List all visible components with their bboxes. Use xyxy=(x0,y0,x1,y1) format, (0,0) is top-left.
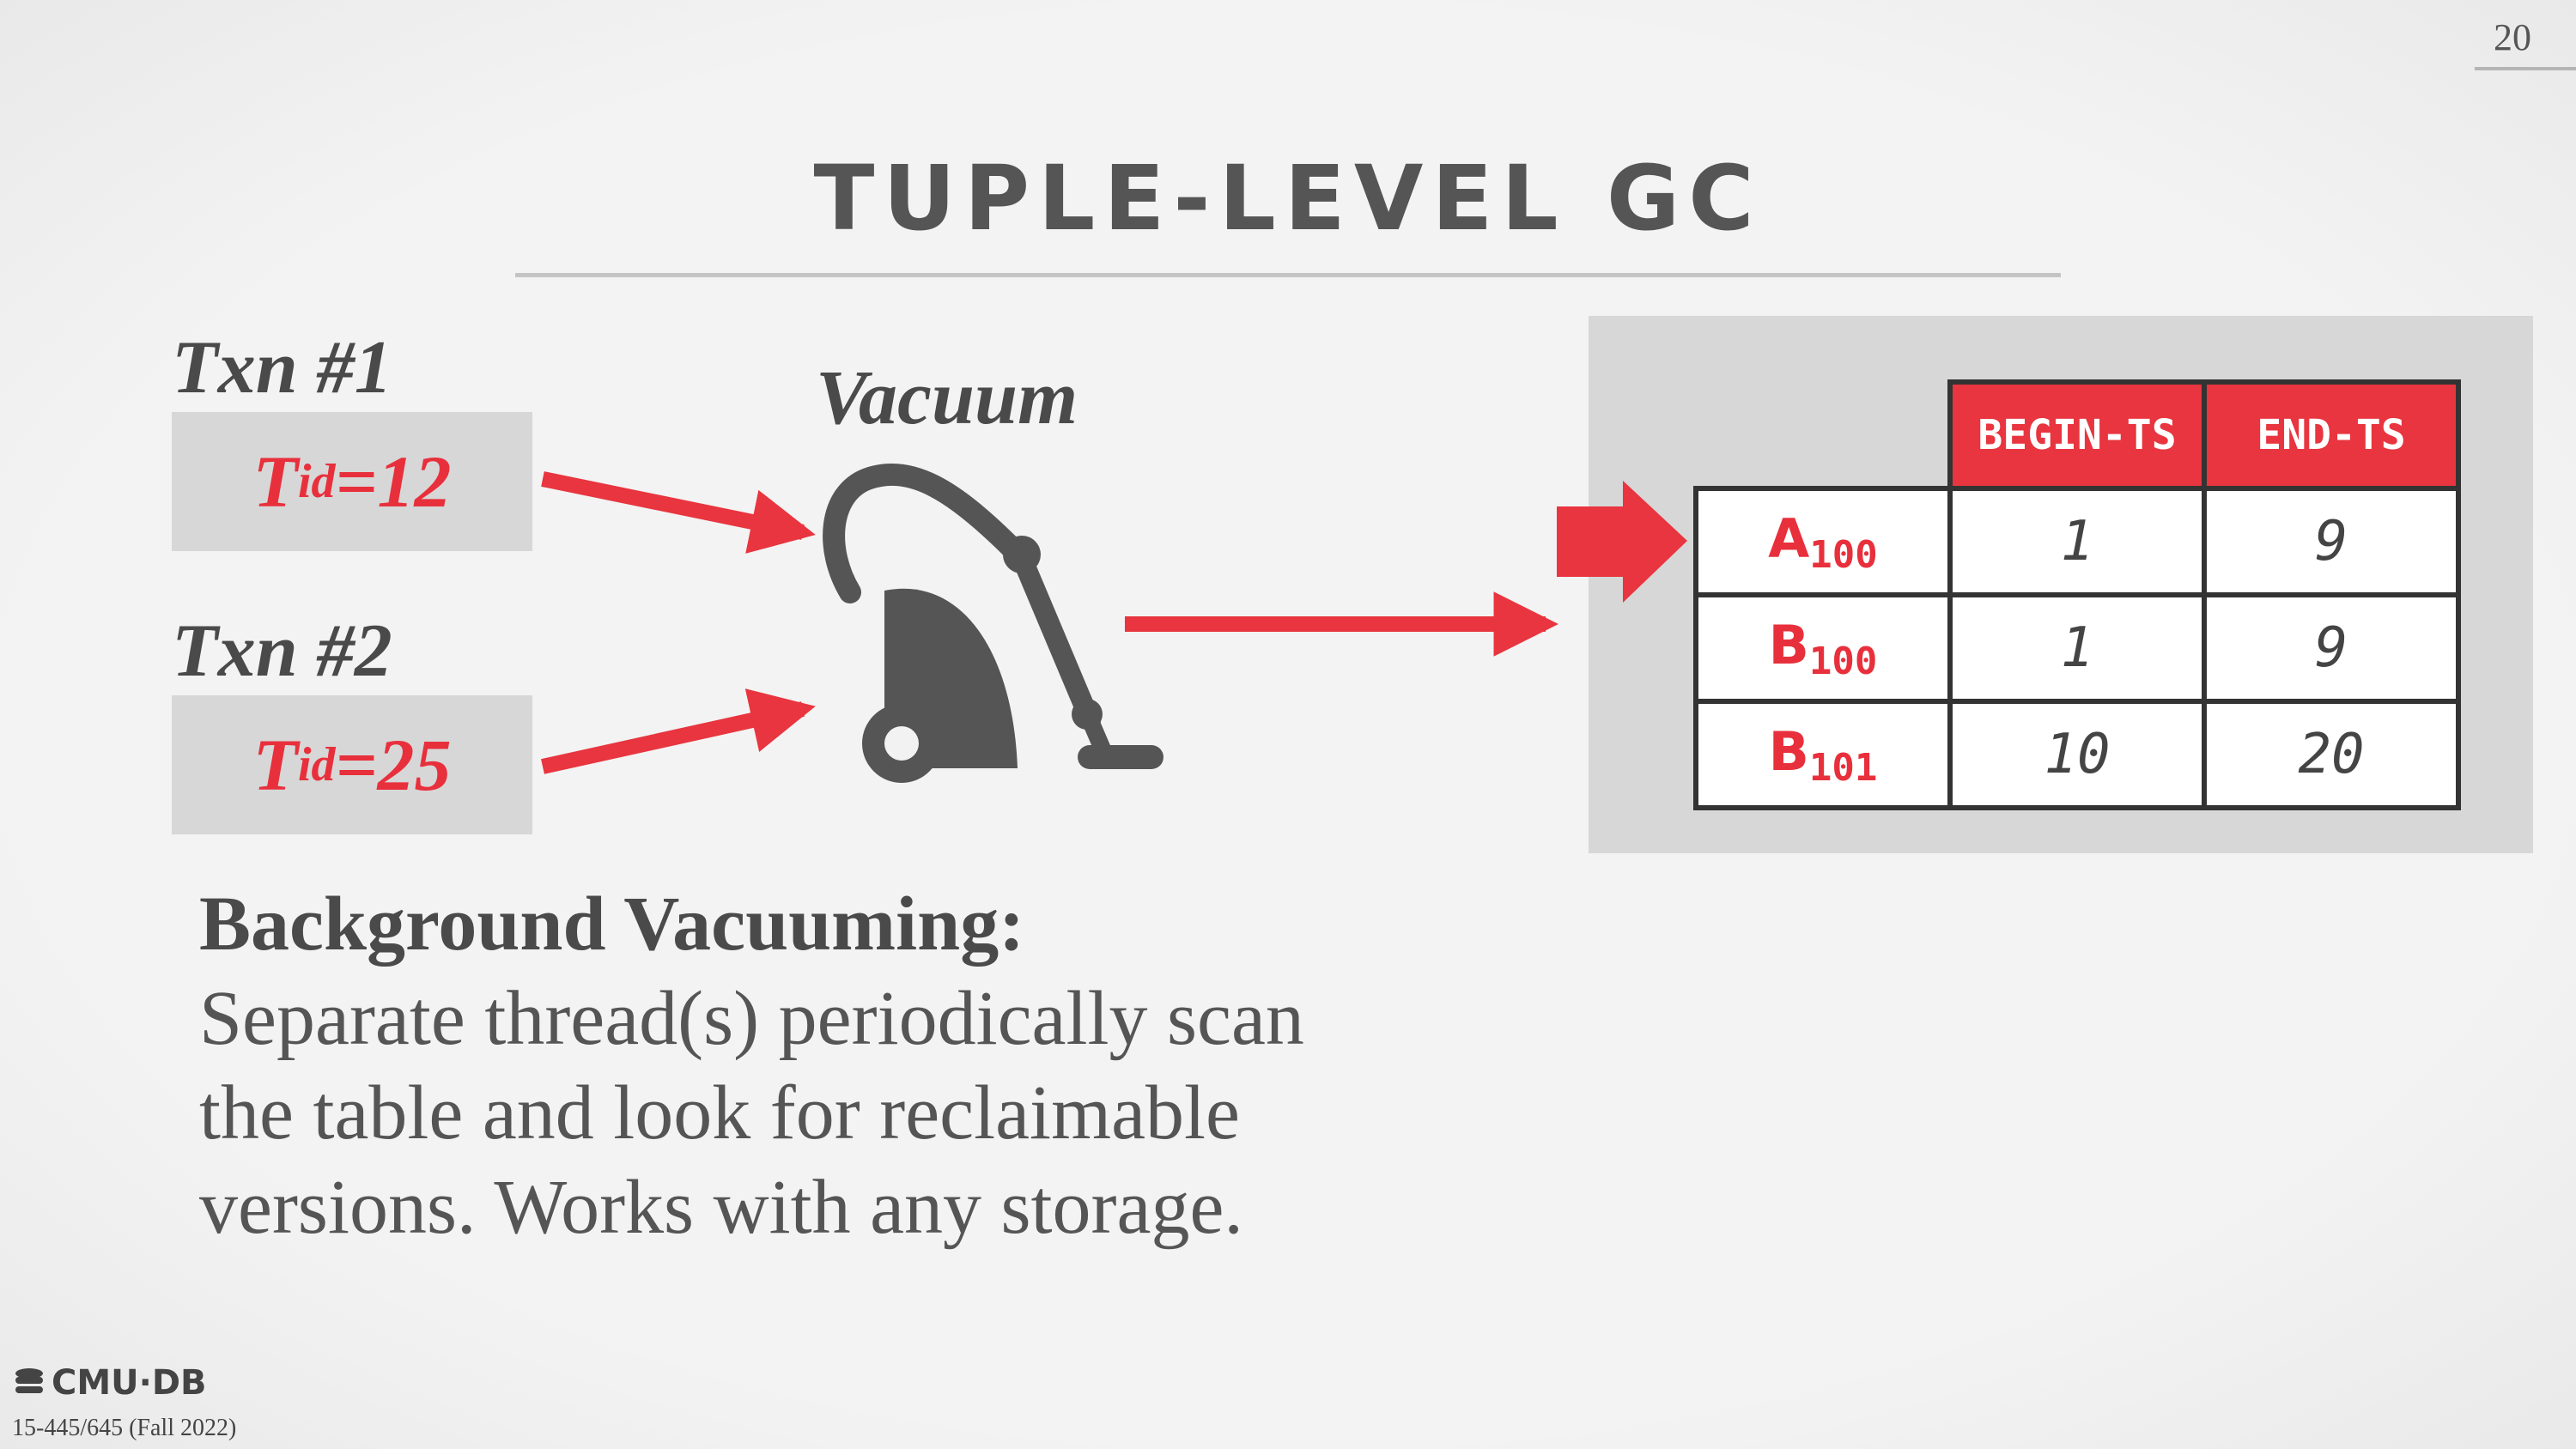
vacuum-cleaner-icon xyxy=(823,463,1163,783)
txn-1-tid-prefix: T xyxy=(252,440,298,523)
version-table: BEGIN-TS END-TS A100 1 9 B100 1 9 B101 1… xyxy=(1693,379,2461,810)
begin-ts-cell: 10 xyxy=(1947,699,2207,810)
logo-text: CMU·DB xyxy=(52,1363,207,1403)
txn-2-tid-value: =25 xyxy=(335,724,452,806)
arrow-txn2-to-vacuum xyxy=(541,688,816,774)
txn-2-tid-prefix: T xyxy=(252,724,298,806)
end-ts-cell: 20 xyxy=(2202,699,2461,810)
table-corner xyxy=(1696,382,1953,491)
table-row: A100 1 9 xyxy=(1693,486,2461,597)
tuple-name: B xyxy=(1768,719,1809,783)
table-row: B101 10 20 xyxy=(1693,699,2461,810)
begin-ts-header: BEGIN-TS xyxy=(1947,379,2207,491)
block-arrow-icon xyxy=(1557,481,1687,603)
tuple-version: 100 xyxy=(1809,532,1878,577)
version-table-wrap: BEGIN-TS END-TS A100 1 9 B100 1 9 B101 1… xyxy=(1693,379,2461,810)
tuple-version: 101 xyxy=(1808,745,1878,790)
tuple-id-cell: A100 xyxy=(1693,486,1953,597)
tuple-id-cell: B100 xyxy=(1693,592,1953,704)
tuple-version: 100 xyxy=(1808,639,1878,683)
txn-2-label: Txn #2 xyxy=(172,609,392,693)
database-icon xyxy=(15,1368,43,1393)
end-ts-cell: 9 xyxy=(2202,592,2461,704)
arrow-txn1-to-vacuum xyxy=(541,471,816,554)
description: Background Vacuuming: Separate thread(s)… xyxy=(199,877,1315,1255)
txn-2-tid-sub: id xyxy=(297,738,336,791)
txn-1-tid-value: =12 xyxy=(335,440,452,523)
page-number: 20 xyxy=(2494,16,2531,58)
tuple-name: B xyxy=(1768,613,1809,676)
slide-title: TUPLE-LEVEL GC xyxy=(813,146,1763,251)
description-body: Separate thread(s) periodically scan the… xyxy=(199,976,1304,1250)
course-label: 15-445/645 (Fall 2022) xyxy=(12,1415,237,1441)
table-header-row: BEGIN-TS END-TS xyxy=(1696,379,2461,491)
tuple-id-cell: B101 xyxy=(1693,699,1953,810)
begin-ts-cell: 1 xyxy=(1947,592,2207,704)
tuple-name: A xyxy=(1768,506,1810,570)
end-ts-header: END-TS xyxy=(2202,379,2461,491)
end-ts-cell: 9 xyxy=(2202,486,2461,597)
txn-1-tid-sub: id xyxy=(297,455,336,508)
table-row: B100 1 9 xyxy=(1693,592,2461,704)
begin-ts-cell: 1 xyxy=(1947,486,2207,597)
txn-1-label: Txn #1 xyxy=(172,326,392,409)
page-number-rule xyxy=(2475,67,2576,70)
description-heading: Background Vacuuming: xyxy=(199,882,1025,967)
cmu-db-logo: CMU·DB xyxy=(12,1363,207,1403)
title-divider xyxy=(515,273,2061,277)
vacuum-label: Vacuum xyxy=(816,355,1078,440)
